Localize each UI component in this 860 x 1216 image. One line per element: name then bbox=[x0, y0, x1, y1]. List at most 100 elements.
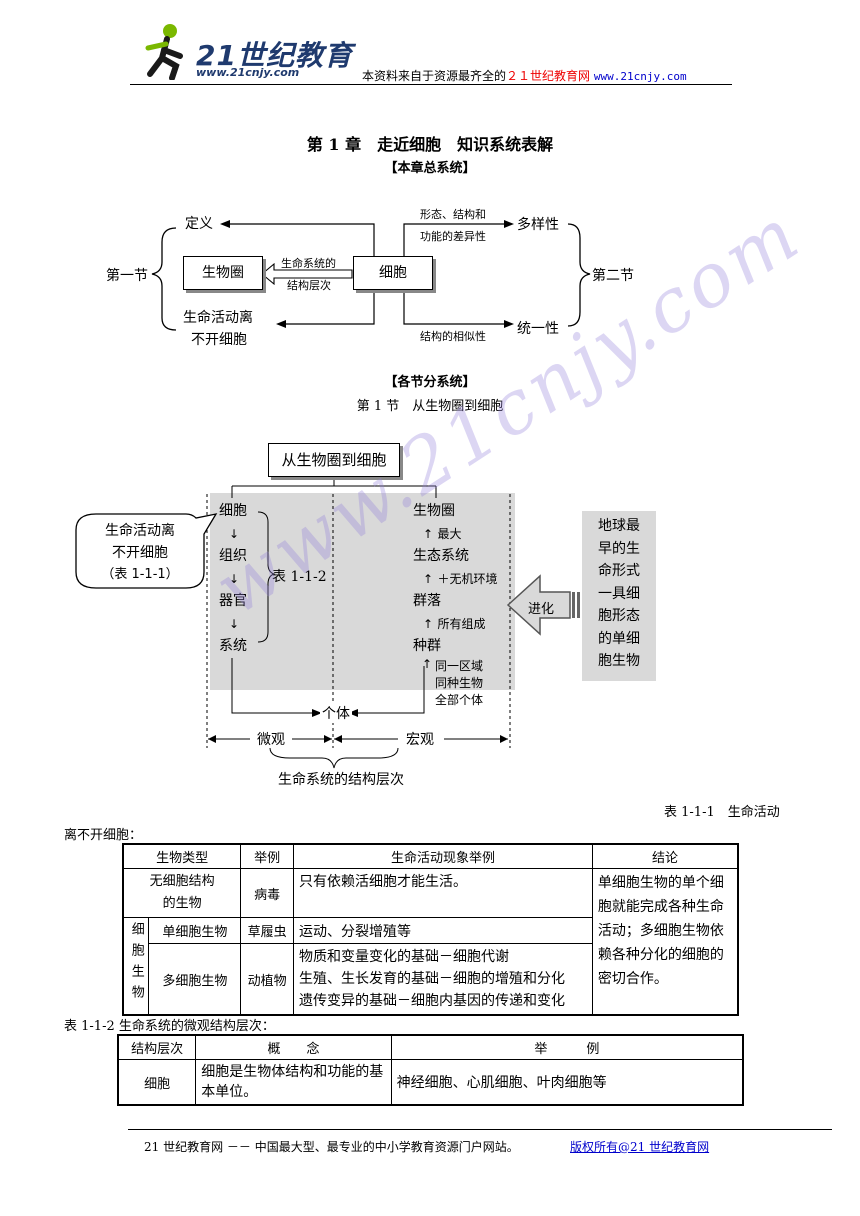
diagram2-lines bbox=[75, 476, 580, 769]
biosphere-box: 生物圈 bbox=[183, 256, 263, 290]
type-cell: 无细胞结构 的生物 bbox=[122, 868, 242, 918]
table-row: 细胞生物 单细胞生物 草履虫 运动、分裂增殖等 bbox=[122, 917, 738, 1016]
footer-left: 21 世纪教育网 －－ 中国最大型、最专业的中小学教育资源门户网站。 bbox=[144, 1140, 519, 1154]
header-cell: 结论 bbox=[591, 843, 739, 869]
earliest-life-line: 早的生 bbox=[598, 540, 640, 557]
micro-item: 细胞 bbox=[219, 503, 247, 519]
macro-item: 种群 bbox=[413, 638, 441, 654]
biosphere-label: 生物圈 bbox=[202, 265, 244, 281]
logo-url: www.21cnjy.com bbox=[196, 66, 300, 79]
earliest-life-box: 地球最 早的生 命形式 一具细 胞形态 的单细 胞生物 bbox=[582, 511, 656, 681]
callout-line1: 生命活动离 bbox=[105, 523, 175, 539]
upper-label-2: 功能的差异性 bbox=[420, 230, 486, 243]
macro-item: 群落 bbox=[413, 593, 441, 609]
type-line1: 无细胞结构 bbox=[149, 874, 215, 889]
table1-caption-left: 离不开细胞： bbox=[64, 828, 143, 843]
upper-label-1: 形态、结构和 bbox=[420, 208, 486, 221]
source-url[interactable]: www.21cnjy.com bbox=[593, 70, 687, 83]
header-cell: 生命活动现象举例 bbox=[293, 843, 593, 869]
type-line2: 的生物 bbox=[162, 896, 202, 911]
example-cell: 神经细胞、心肌细胞、叶肉细胞等 bbox=[390, 1059, 744, 1106]
phenomenon-cell: 运动、分裂增殖等 bbox=[293, 917, 593, 944]
cell-organism-cell: 细胞生物 bbox=[122, 917, 150, 1016]
definition-label: 定义 bbox=[185, 216, 213, 232]
table-header-row: 生物类型 举例 生命活动现象举例 结论 bbox=[122, 843, 739, 869]
concept-cell: 细胞是生物体结构和功能的基本单位。 bbox=[195, 1059, 392, 1106]
micro-ref-label: 表 1-1-2 bbox=[272, 569, 327, 585]
micro-item: 组织 bbox=[219, 548, 247, 564]
type-cell: 多细胞生物 bbox=[148, 943, 242, 1016]
top-box-label: 从生物圈到细胞 bbox=[281, 451, 387, 469]
life-activity-line1: 生命活动离 bbox=[183, 310, 253, 326]
down-arrow-icon: ↓ bbox=[229, 616, 240, 631]
header-cell: 结构层次 bbox=[117, 1034, 197, 1060]
lower-label: 结构的相似性 bbox=[420, 330, 486, 343]
phenomenon-line: 生殖、生长发育的基础－细胞的增殖和分化 bbox=[299, 971, 566, 987]
down-arrow-icon: ↓ bbox=[229, 526, 240, 541]
earliest-life-line: 的单细 bbox=[598, 630, 640, 647]
macro-link: ↑ 最大 bbox=[413, 523, 498, 546]
arrow-label-top: 生命系统的 bbox=[281, 257, 336, 270]
footer-right[interactable]: 版权所有@21 世纪教育网 bbox=[570, 1140, 710, 1154]
source-prefix: 本资料来自于资源最齐全的 bbox=[362, 69, 507, 83]
source-site[interactable]: ２１世纪教育网 bbox=[506, 69, 591, 83]
diversity-label: 多样性 bbox=[517, 217, 559, 233]
callout-line2: 不开细胞 bbox=[112, 545, 168, 561]
earliest-life-line: 地球最 bbox=[598, 518, 640, 534]
macro-link-label: 最大 bbox=[437, 526, 462, 541]
population-arrow: ↑ 同一区域 同种生物 全部个体 bbox=[422, 657, 484, 709]
micro-item: 器官 bbox=[219, 593, 247, 609]
population-label-1: 同一区域 bbox=[435, 659, 484, 673]
down-arrow-icon: ↓ bbox=[229, 571, 240, 586]
cell-box: 细胞 bbox=[353, 256, 433, 290]
source-line: 本资料来自于资源最齐全的２１世纪教育网 www.21cnjy.com bbox=[362, 67, 687, 84]
earliest-life-line: 胞生物 bbox=[598, 653, 640, 669]
header-cell: 概 念 bbox=[195, 1034, 392, 1060]
logo-runner-icon bbox=[145, 24, 183, 80]
header-rule bbox=[130, 84, 732, 85]
hierarchy-bottom-label: 生命系统的结构层次 bbox=[278, 772, 404, 788]
macro-link: ↑ ＋无机环境 bbox=[413, 568, 498, 591]
table2-caption: 表 1-1-2 生命系统的微观结构层次： bbox=[64, 1019, 275, 1034]
phenomenon-line: 遗传变异的基础－细胞内基因的传递和变化 bbox=[299, 993, 566, 1009]
life-activity-line2: 不开细胞 bbox=[191, 332, 247, 348]
top-box: 从生物圈到细胞 bbox=[268, 443, 400, 477]
diagram1-lines bbox=[151, 220, 591, 331]
section-heading-sections: 【各节分系统】 bbox=[384, 375, 476, 390]
arrow-label-bottom: 结构层次 bbox=[287, 279, 331, 292]
callout-line3: （表 1-1-1） bbox=[101, 567, 179, 582]
callout-bubble: 生命活动离 不开细胞 （表 1-1-1） bbox=[76, 520, 204, 586]
level-cell: 细胞 bbox=[117, 1059, 197, 1106]
footer-rule bbox=[128, 1129, 832, 1130]
up-arrow-icon: ↑ bbox=[423, 526, 434, 541]
micro-item: 系统 bbox=[219, 638, 247, 654]
section-heading-overall: 【本章总系统】 bbox=[384, 161, 476, 176]
right-bracket-label: 第二节 bbox=[592, 268, 634, 284]
header-cell: 举 例 bbox=[390, 1034, 744, 1060]
phenomenon-line: 物质和变量变化的基础－细胞代谢 bbox=[299, 949, 510, 965]
logo-text: 21世纪教育 bbox=[196, 39, 353, 72]
macro-item: 生物圈 bbox=[413, 503, 455, 519]
macro-levels: 生物圈 ↑ 最大 生态系统 ↑ ＋无机环境 群落 ↑ 所有组成 种群 bbox=[413, 500, 498, 658]
phenomenon-cell: 物质和变量变化的基础－细胞代谢 生殖、生长发育的基础－细胞的增殖和分化 遗传变异… bbox=[293, 943, 593, 1016]
up-arrow-icon: ↑ bbox=[422, 657, 433, 671]
individual-label: 个体 bbox=[320, 703, 352, 723]
left-bracket-label: 第一节 bbox=[106, 268, 148, 284]
example-cell: 病毒 bbox=[240, 868, 295, 918]
header-cell: 举例 bbox=[240, 843, 295, 869]
table1-caption-right: 表 1-1-1 生命活动 bbox=[664, 805, 780, 820]
grey-panel bbox=[210, 493, 515, 690]
section-subheading: 第 1 节 从生物圈到细胞 bbox=[356, 399, 504, 414]
table-row: 多细胞生物 动植物 物质和变量变化的基础－细胞代谢 生殖、生长发育的基础－细胞的… bbox=[123, 943, 738, 1016]
earliest-life-line: 胞形态 bbox=[598, 608, 640, 624]
earliest-life-line: 一具细 bbox=[598, 585, 640, 602]
micro-levels: 细胞 ↓ 组织 ↓ 器官 ↓ 系统 bbox=[219, 500, 247, 658]
example-cell: 动植物 bbox=[240, 943, 295, 1016]
macro-link-label: ＋无机环境 bbox=[437, 571, 498, 586]
example-cell: 草履虫 bbox=[240, 917, 295, 944]
population-label-3: 全部个体 bbox=[435, 693, 484, 707]
micro-label: 微观 bbox=[257, 732, 285, 748]
unity-label: 统一性 bbox=[517, 321, 559, 337]
table-life-activity: 生物类型 举例 生命活动现象举例 结论 无细胞结构 的生物 病毒 只有依赖活细胞… bbox=[122, 843, 739, 1016]
macro-label: 宏观 bbox=[406, 732, 434, 748]
